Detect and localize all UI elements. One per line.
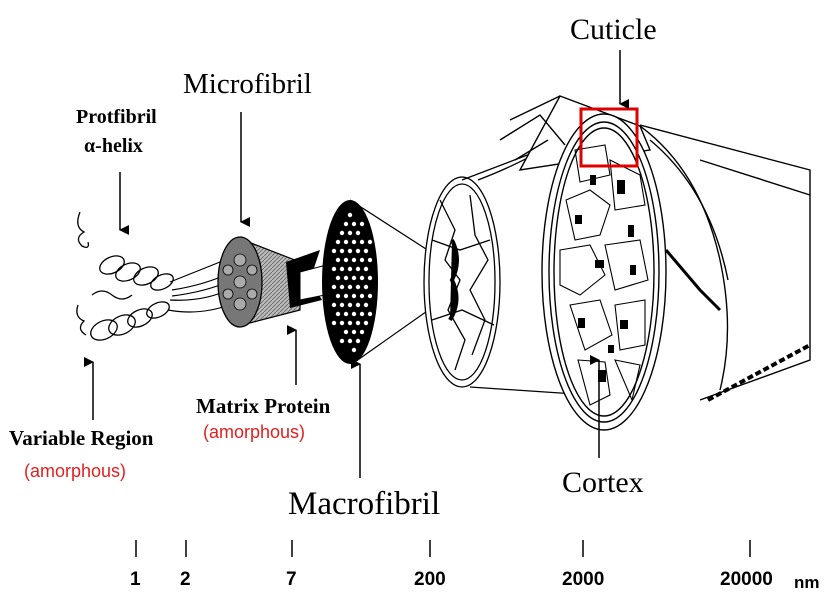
hair-cross-section: [500, 96, 810, 430]
macrofibril-dot: [344, 330, 348, 334]
macrofibril-dot: [356, 303, 360, 307]
macrofibril-dot: [360, 294, 364, 298]
macrofibril-dot: [348, 249, 352, 253]
macrofibril-dot: [336, 276, 340, 280]
macrofibril-dot: [344, 276, 348, 280]
macrofibril-dot: [332, 267, 336, 271]
alpha-helix-label: α-helix: [84, 136, 143, 156]
macrofibril-dot: [344, 258, 348, 262]
protofibril-coils: [77, 212, 176, 344]
macrofibril-dot: [340, 285, 344, 289]
macrofibril-dot: [332, 285, 336, 289]
macrofibril-dot: [332, 321, 336, 325]
macrofibril-label: Macrofibril: [288, 488, 440, 521]
macrofibril-dot: [348, 267, 352, 271]
scale-tick-label: 1: [130, 570, 141, 589]
matrix-protein-note: (amorphous): [203, 423, 305, 441]
macrofibril-dot: [368, 312, 372, 316]
macrofibril-dot: [352, 348, 356, 352]
macrofibril-dot: [364, 249, 368, 253]
macrofibril-dot: [348, 303, 352, 307]
macrofibril-dot: [340, 267, 344, 271]
microfibril-label: Microfibril: [183, 70, 312, 99]
macrofibril-dot: [340, 321, 344, 325]
macrofibril-dot: [344, 294, 348, 298]
macrofibril-dot: [348, 213, 352, 217]
macrofibril-dot: [368, 294, 372, 298]
macrofibril-dot: [364, 321, 368, 325]
macrofibril-dot: [348, 285, 352, 289]
macrofibril-dot: [352, 276, 356, 280]
cuticle-label: Cuticle: [570, 15, 657, 45]
scale-tick-label: 20000: [720, 570, 773, 589]
macrofibril-dot: [352, 222, 356, 226]
macrofibril-dot: [356, 267, 360, 271]
scale-tick-label: 200: [414, 570, 446, 589]
macrofibril-dot: [340, 339, 344, 343]
macrofibril-dot: [356, 285, 360, 289]
macrofibril-dot: [340, 249, 344, 253]
macrofibril-dot: [336, 294, 340, 298]
macrofibril-dot: [336, 312, 340, 316]
macrofibril-dot: [360, 258, 364, 262]
macrofibril-disc: [322, 200, 440, 364]
macrofibril-dot: [332, 303, 336, 307]
macrofibril-dot: [336, 258, 340, 262]
scale-tick-label: 2: [180, 570, 191, 589]
macrofibril-dot: [360, 276, 364, 280]
macrofibril-dot: [356, 231, 360, 235]
macrofibril-dot: [360, 330, 364, 334]
macrofibril-dot: [340, 231, 344, 235]
macrofibril-dot: [344, 222, 348, 226]
macrofibril-dot: [332, 249, 336, 253]
scale-ticks: [136, 540, 750, 557]
macrofibril-dot: [348, 339, 352, 343]
variable-region-label: Variable Region: [9, 428, 153, 449]
macrofibril-dot: [368, 240, 372, 244]
macrofibril-dot: [356, 249, 360, 253]
macrofibril-dot: [356, 339, 360, 343]
macrofibril-dot: [336, 240, 340, 244]
macrofibril-dot: [360, 240, 364, 244]
macrofibril-dot: [344, 240, 348, 244]
macrofibril-dot: [368, 258, 372, 262]
scale-unit-label: nm: [794, 574, 820, 591]
macrofibril-dot: [364, 267, 368, 271]
macrofibril-dot: [360, 222, 364, 226]
scale-tick-label: 2000: [562, 570, 604, 589]
macrofibril-dot: [352, 330, 356, 334]
macrofibril-dot: [368, 276, 372, 280]
matrix-protein-label: Matrix Protein: [196, 396, 330, 417]
cortex-label: Cortex: [562, 468, 644, 498]
macrofibril-dot: [344, 312, 348, 316]
macrofibril-dot: [364, 285, 368, 289]
macrofibril-dot: [340, 303, 344, 307]
macrofibril-dot: [352, 258, 356, 262]
macrofibril-dot: [364, 303, 368, 307]
macrofibril-dot: [352, 294, 356, 298]
macrofibril-dot: [356, 321, 360, 325]
scale-tick-label: 7: [286, 570, 297, 589]
macrofibril-dot: [360, 312, 364, 316]
protofibril-label: Protfibril: [76, 107, 157, 127]
macrofibril-dot: [352, 312, 356, 316]
macrofibril-dot: [348, 321, 352, 325]
macrofibril-dot: [352, 240, 356, 244]
macrofibril-dot: [348, 231, 352, 235]
variable-region-note: (amorphous): [24, 462, 126, 480]
